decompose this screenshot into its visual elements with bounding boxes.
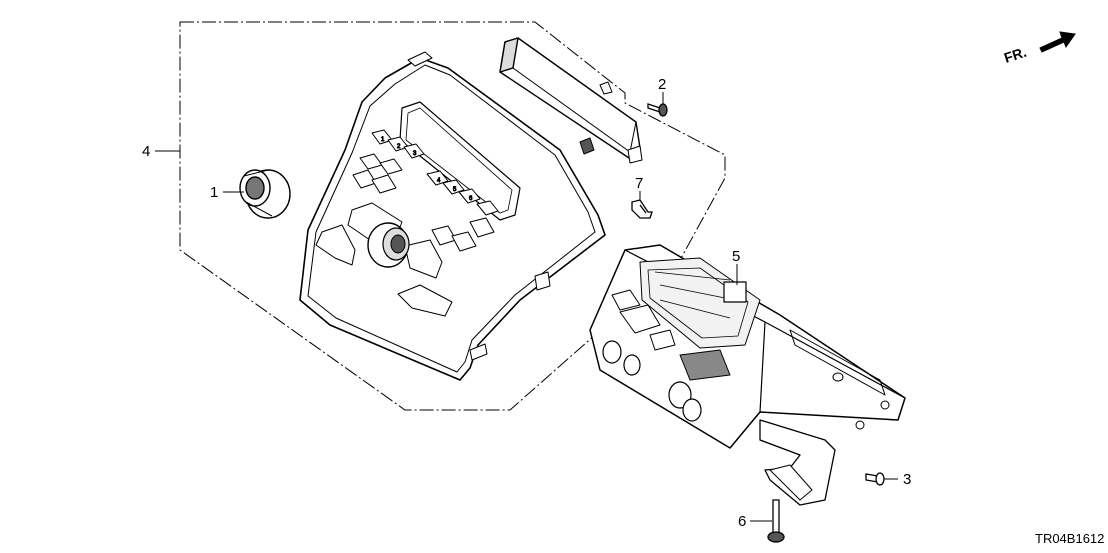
diagram-code: TR04B1612 [1035,531,1104,546]
fr-label: FR. [1002,44,1028,66]
screw-3 [865,472,885,486]
svg-text:3: 3 [413,151,417,157]
tuning-knob [239,169,291,219]
audio-panel-bezel: 1 2 3 4 5 6 [299,51,606,381]
callout-labels: 1 2 3 4 5 6 7 [142,76,911,530]
bolt-6 [767,499,785,543]
display-unit [499,37,643,164]
assembly-boundary [179,21,726,411]
svg-text:6: 6 [469,196,473,202]
callout-1: 1 [210,184,218,201]
callout-5: 5 [732,248,740,265]
screw-2 [647,103,668,117]
svg-text:4: 4 [437,178,441,184]
audio-chassis [589,244,906,506]
svg-text:1: 1 [381,137,385,143]
leader-lines [155,92,898,522]
callout-3: 3 [903,471,911,488]
svg-text:5: 5 [453,187,457,193]
volume-knob [367,222,410,268]
front-arrow-icon [1039,31,1076,53]
svg-text:2: 2 [397,144,401,150]
callout-6: 6 [738,513,746,530]
front-direction-marker: FR. [1002,31,1076,66]
callout-7: 7 [635,175,643,192]
callout-4: 4 [142,143,150,160]
clip-7 [631,199,653,219]
callout-2: 2 [658,76,666,93]
preset-buttons: 1 2 3 4 5 6 [359,129,499,216]
